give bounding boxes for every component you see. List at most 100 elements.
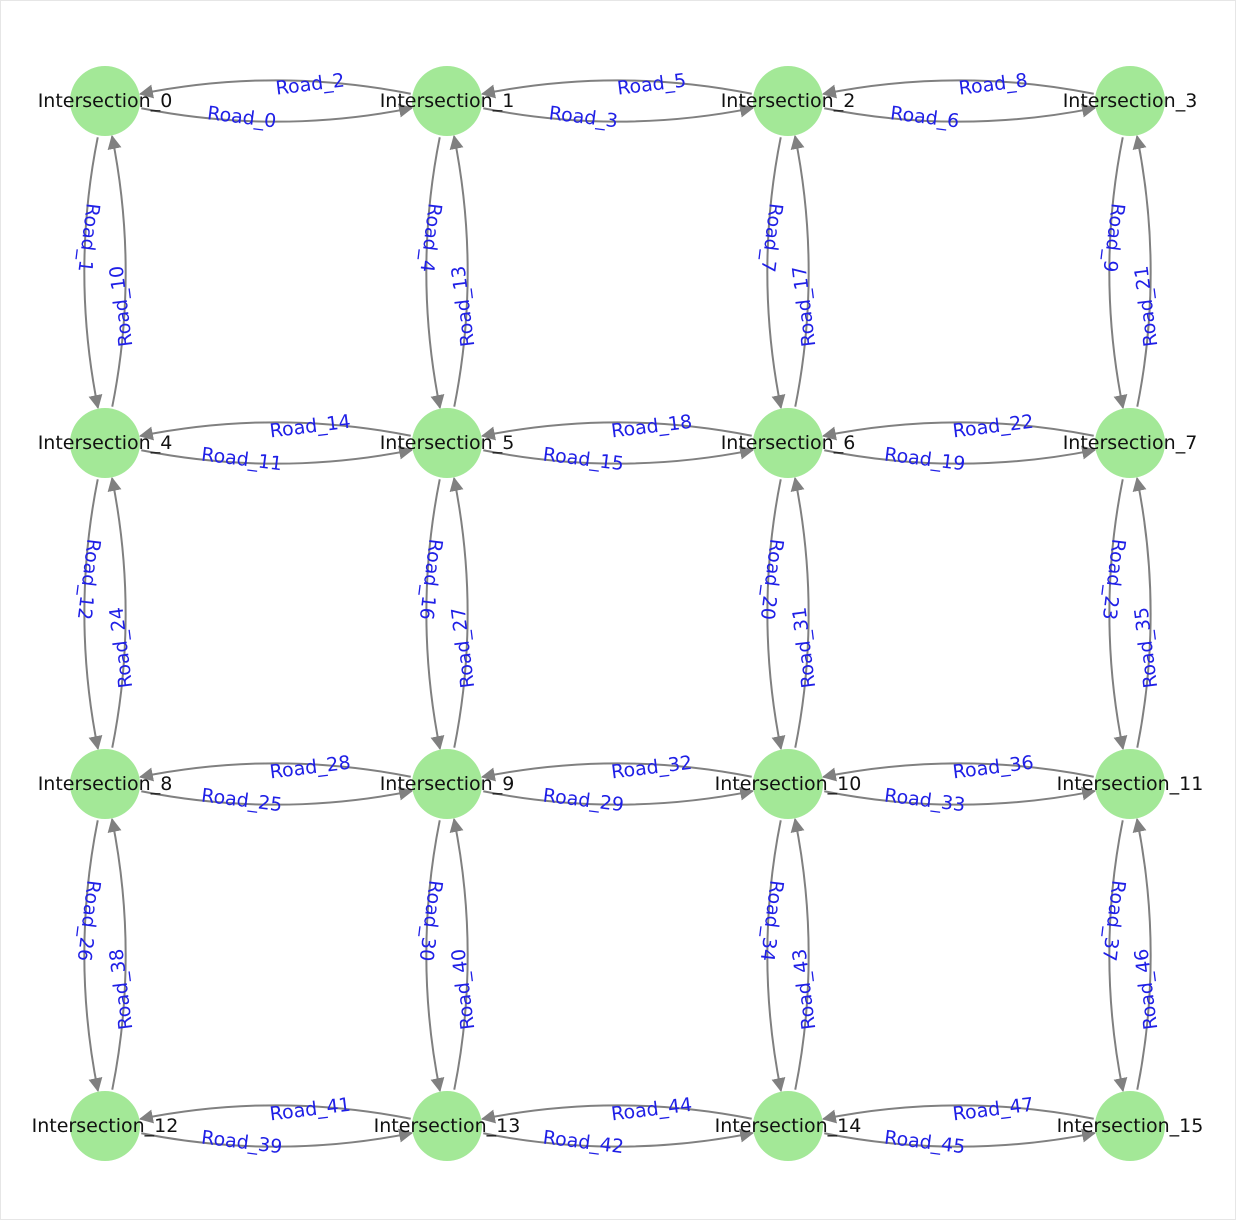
- edge-road-12: [83, 479, 103, 751]
- edge-label-road-45: Road_45: [883, 1127, 966, 1159]
- intersection-label-3: Intersection_3: [1063, 90, 1198, 112]
- edge-road-10: [107, 134, 127, 407]
- edge-label-road-0: Road_0: [206, 102, 277, 132]
- edge-label-road-42: Road_42: [542, 1126, 625, 1158]
- edge-road-34: [766, 820, 786, 1093]
- edge-label-road-44: Road_44: [610, 1094, 693, 1126]
- intersection-label-2: Intersection_2: [721, 90, 856, 112]
- edge-label-road-35: Road_35: [1130, 606, 1162, 689]
- edge-road-8: [821, 79, 1094, 99]
- intersection-label-10: Intersection_10: [715, 773, 862, 795]
- edge-label-road-23: Road_23: [1098, 538, 1130, 621]
- intersection-node-11: [1095, 749, 1165, 819]
- intersection-node-13: [412, 1091, 482, 1161]
- edge-road-5: [480, 79, 752, 99]
- edge-label-road-46: Road_46: [1131, 947, 1163, 1030]
- edge-label-road-41: Road_41: [268, 1094, 351, 1126]
- edge-label-road-10: Road_10: [106, 264, 138, 347]
- intersection-label-6: Intersection_6: [721, 432, 856, 454]
- edge-label-road-6: Road_6: [889, 102, 960, 132]
- edge-label-road-22: Road_22: [951, 411, 1034, 443]
- edge-road-16: [425, 479, 445, 751]
- intersection-node-3: [1095, 66, 1165, 136]
- edge-road-23: [1108, 479, 1128, 751]
- intersection-node-5: [412, 408, 482, 478]
- edge-road-24: [107, 476, 127, 748]
- edge-label-road-40: Road_40: [448, 947, 480, 1030]
- intersection-node-6: [753, 408, 823, 478]
- edge-road-28: [138, 762, 411, 782]
- intersection-label-4: Intersection_4: [38, 432, 173, 454]
- edge-road-20: [766, 479, 786, 751]
- edge-label-road-27: Road_27: [447, 606, 479, 689]
- edge-label-road-19: Road_19: [883, 444, 966, 476]
- edge-label-road-4: Road_4: [415, 202, 445, 273]
- edge-road-38: [107, 817, 127, 1090]
- intersection-node-9: [412, 749, 482, 819]
- edge-label-road-36: Road_36: [951, 752, 1034, 784]
- edge-label-road-7: Road_7: [756, 202, 786, 273]
- edge-road-41: [138, 1104, 411, 1124]
- edge-label-road-17: Road_17: [789, 264, 821, 347]
- edge-road-30: [425, 820, 445, 1093]
- edge-road-2: [138, 79, 411, 99]
- intersection-node-1: [412, 66, 482, 136]
- intersection-node-10: [753, 749, 823, 819]
- edge-road-27: [449, 476, 469, 748]
- edge-label-road-24: Road_24: [105, 606, 137, 689]
- edge-road-32: [480, 762, 752, 782]
- edge-road-35: [1132, 476, 1152, 748]
- intersection-label-0: Intersection_0: [38, 90, 173, 112]
- edge-label-road-31: Road_31: [788, 606, 820, 689]
- edge-road-6: [824, 103, 1097, 123]
- intersection-label-13: Intersection_13: [374, 1115, 521, 1137]
- edge-label-road-21: Road_21: [1131, 264, 1163, 347]
- edge-road-15: [483, 445, 755, 465]
- edge-road-47: [821, 1104, 1094, 1124]
- intersection-node-7: [1095, 408, 1165, 478]
- edge-road-19: [824, 445, 1097, 465]
- edge-road-31: [790, 476, 810, 748]
- edge-label-road-12: Road_12: [73, 538, 105, 621]
- edge-road-17: [790, 134, 810, 407]
- edge-label-road-13: Road_13: [448, 264, 480, 347]
- edge-label-road-5: Road_5: [616, 69, 687, 99]
- edge-label-road-29: Road_29: [542, 784, 625, 816]
- intersection-label-9: Intersection_9: [380, 773, 515, 795]
- edge-road-3: [483, 103, 755, 123]
- edge-label-road-47: Road_47: [951, 1094, 1034, 1126]
- intersection-node-2: [753, 66, 823, 136]
- edge-road-40: [449, 817, 469, 1090]
- edge-road-11: [141, 445, 414, 465]
- edge-road-26: [83, 820, 103, 1093]
- edge-label-road-38: Road_38: [106, 947, 138, 1030]
- edge-label-road-11: Road_11: [200, 444, 283, 476]
- edge-road-14: [138, 421, 411, 441]
- edge-road-36: [821, 762, 1094, 782]
- intersection-node-8: [70, 749, 140, 819]
- edge-label-road-18: Road_18: [610, 411, 693, 443]
- edge-label-road-39: Road_39: [200, 1127, 283, 1159]
- intersection-label-11: Intersection_11: [1057, 773, 1204, 795]
- edge-label-road-3: Road_3: [548, 102, 619, 132]
- intersection-node-0: [70, 66, 140, 136]
- edge-road-37: [1108, 820, 1128, 1093]
- edge-label-road-2: Road_2: [274, 69, 345, 99]
- edge-road-13: [449, 134, 469, 407]
- edge-label-road-43: Road_43: [789, 947, 821, 1030]
- nodes-layer: [70, 66, 1165, 1161]
- edge-road-42: [483, 1128, 755, 1148]
- edge-road-46: [1132, 817, 1152, 1090]
- edge-road-45: [824, 1128, 1097, 1148]
- intersection-node-15: [1095, 1091, 1165, 1161]
- edge-label-road-30: Road_30: [415, 879, 447, 962]
- edge-road-22: [821, 421, 1094, 441]
- edge-road-33: [824, 786, 1097, 806]
- intersection-label-7: Intersection_7: [1063, 432, 1198, 454]
- edge-road-1: [83, 137, 103, 410]
- edge-road-29: [483, 786, 755, 806]
- intersection-label-15: Intersection_15: [1057, 1115, 1204, 1137]
- edges-layer: [83, 79, 1152, 1148]
